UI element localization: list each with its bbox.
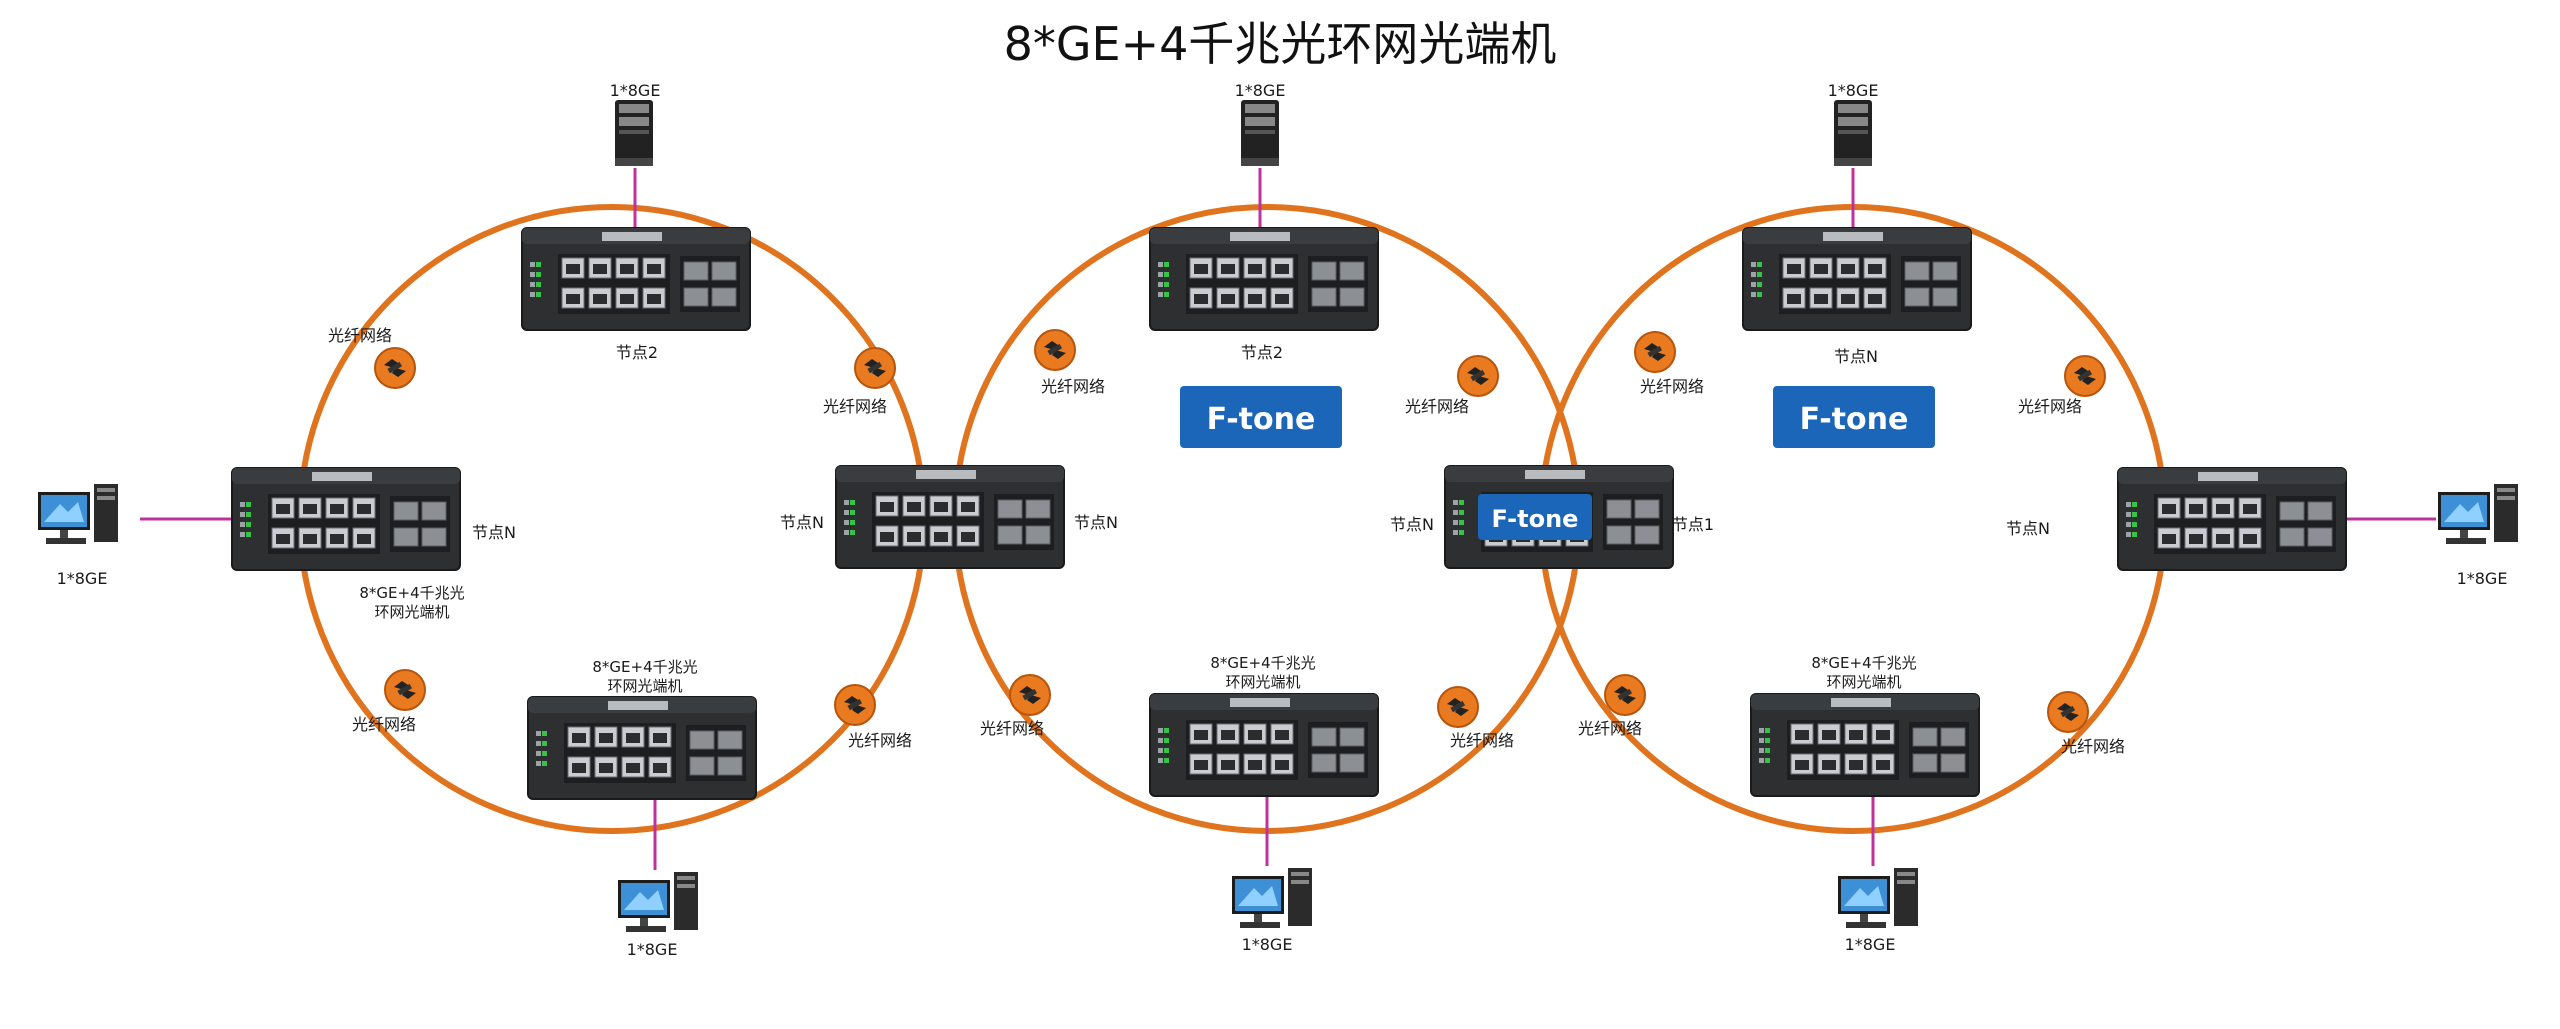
fiber-connector-icon [1457,355,1499,397]
device-caption: 环网光端机 [374,603,449,621]
fiber-connector-icon [1604,674,1646,716]
brand-logo: F-tone [1478,494,1592,540]
computer-icon [618,872,698,932]
switch-device-icon [1750,693,1980,797]
port-label: 1*8GE [57,569,108,588]
fiber-label: 光纤网络 [2018,397,2082,416]
fiber-label: 光纤网络 [848,731,912,750]
device-caption: 8*GE+4千兆光 [1811,654,1916,672]
switch-device-icon [1149,227,1379,331]
port-label: 1*8GE [1828,81,1879,100]
fiber-label: 光纤网络 [823,397,887,416]
port-label: 1*8GE [1242,935,1293,954]
device-caption: 8*GE+4千兆光 [359,584,464,602]
fiber-label: 光纤网络 [980,719,1044,738]
server-icon [1241,100,1279,166]
device-caption: 环网光端机 [1826,673,1901,691]
switch-device-icon [1742,227,1972,331]
node-label: 节点N [1834,347,1878,366]
fiber-connector-icon [1437,686,1479,728]
device-caption: 环网光端机 [607,677,682,695]
port-label: 1*8GE [1845,935,1896,954]
fiber-connector-icon [854,347,896,389]
fiber-label: 光纤网络 [1450,731,1514,750]
device-links [140,168,2436,870]
switch-device-icon [521,227,751,331]
computer-icon [1232,868,1312,928]
fiber-label: 光纤网络 [1041,377,1105,396]
switch-device-icon [2117,467,2347,571]
node-label: 节点1 [1672,515,1714,534]
fiber-label: 光纤网络 [1578,719,1642,738]
node-label: 节点N [1390,515,1434,534]
fiber-label: 光纤网络 [1640,377,1704,396]
fiber-label: 光纤网络 [2061,737,2125,756]
server-icon [615,100,653,166]
device-caption: 8*GE+4千兆光 [1210,654,1315,672]
brand-logo: F-tone [1180,386,1342,448]
port-label: 1*8GE [627,940,678,959]
fiber-label: 光纤网络 [1405,397,1469,416]
port-label: 1*8GE [2457,569,2508,588]
port-label: 1*8GE [1235,81,1286,100]
fiber-connector-icon [2047,691,2089,733]
brand-logo: F-tone [1773,386,1935,448]
fiber-connector-icon [834,684,876,726]
device-caption: 环网光端机 [1225,673,1300,691]
svg-text:F-tone: F-tone [1800,402,1909,437]
node-label: 节点2 [616,343,658,362]
port-label: 1*8GE [610,81,661,100]
switch-device-icon [527,696,757,800]
switch-device-icon [231,467,461,571]
switch-device-icon [1149,693,1379,797]
page-title: 8*GE+4千兆光环网光端机 [1003,17,1557,71]
fiber-connector-icon [1034,329,1076,371]
node-label: 节点N [1074,513,1118,532]
fiber-label: 光纤网络 [328,326,392,345]
node-label: 节点N [780,513,824,532]
computer-icon [1838,868,1918,928]
fiber-connector-icon [1634,331,1676,373]
fiber-connector-icon [2064,355,2106,397]
device-caption: 8*GE+4千兆光 [592,658,697,676]
fiber-connector-icon [374,347,416,389]
svg-text:F-tone: F-tone [1207,402,1316,437]
computer-icon [2438,484,2518,544]
node-label: 节点N [2006,519,2050,538]
node-label: 节点2 [1241,343,1283,362]
fiber-label: 光纤网络 [352,715,416,734]
computer-icon [38,484,118,544]
node-label: 节点N [472,523,516,542]
switch-device-icon [835,465,1065,569]
fiber-connector-icon [384,669,426,711]
svg-text:F-tone: F-tone [1492,505,1579,533]
server-icon [1834,100,1872,166]
fiber-connector-icon [1009,674,1051,716]
